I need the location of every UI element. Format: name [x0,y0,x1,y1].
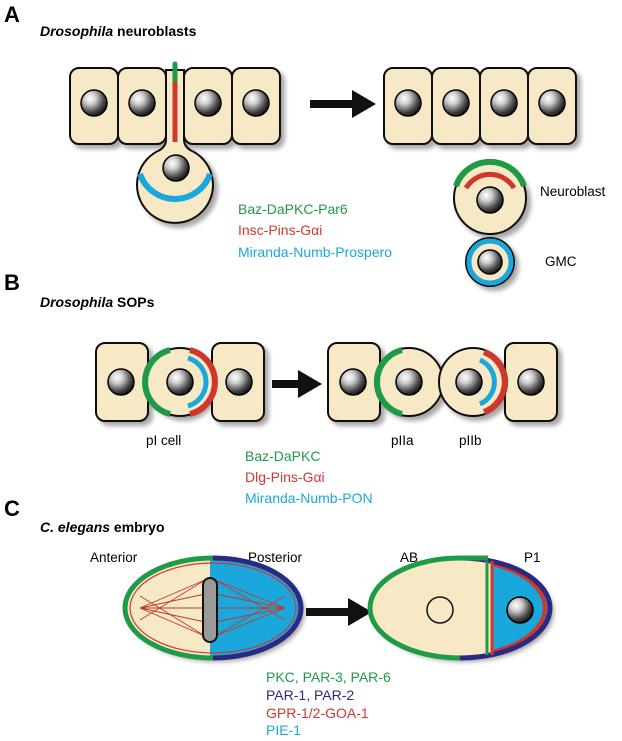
ab-cortex [367,555,461,661]
panel-a-letter: A [4,2,20,27]
panel-c-title-italic: C. elegans [40,519,110,535]
metaphase-plate [202,577,218,643]
label-posterior: Posterior [248,550,303,565]
embryo-one-anterior-cortex [122,555,214,661]
p1-cortex [459,555,553,661]
nuclei-a-left [80,89,270,182]
panel-b-letter: B [4,270,20,295]
panel-b-title-rest: SOPs [113,294,154,310]
legend-a-3: Miranda-Numb-Prospero [238,244,392,260]
arrow-a [310,90,376,118]
label-piib: pIIb [459,433,482,448]
legend-c-3: GPR-1/2-GOA-1 [266,705,369,721]
legend-c-4: PIE-1 [266,722,301,736]
arrow-b [272,370,322,398]
panel-a-title-italic: Drosophila [40,23,113,39]
nuclei-b-right [339,368,545,396]
sop-after-crescents [374,347,508,417]
panel-a-title: Drosophila neuroblasts [40,23,197,39]
neuroblast-after-crescents [453,158,527,286]
legend-b-1: Baz-DaPKC [245,448,320,464]
label-pi-cell: pI cell [146,433,181,448]
panel-b-title: Drosophila SOPs [40,294,155,310]
label-p1: P1 [524,550,541,565]
nuclei-b-left [107,368,253,396]
label-piia: pIIa [391,433,414,448]
legend-b-2: Dlg-Pins-Gαi [245,469,325,485]
panel-a-title-rest: neuroblasts [113,23,196,39]
embryo-one-posterior-cortex [212,555,304,661]
legend-c-1: PKC, PAR-3, PAR-6 [266,669,391,685]
legend-a-1: Baz-DaPKC-Par6 [238,201,348,217]
legend-c-2: PAR-1, PAR-2 [266,687,354,703]
panel-c-letter: C [4,496,20,521]
p1-gpr-ring [491,562,547,654]
legend-b-3: Miranda-Numb-PON [245,490,373,506]
embryo-one-gpr-ring [129,562,297,654]
label-gmc: GMC [545,254,577,269]
neuroblast-before-crescents [137,61,213,202]
nuclei-c [426,596,534,624]
neuroblast-epithelium-before [69,67,281,224]
sop-before-crescents [142,347,218,417]
legend-a-2: Insc-Pins-Gαi [238,222,322,238]
spindle [139,579,286,637]
label-anterior: Anterior [90,550,138,565]
nuclei-a-right [394,89,566,275]
label-ab: AB [400,550,418,565]
panel-b-title-italic: Drosophila [40,294,113,310]
arrow-c [306,598,372,626]
label-neuroblast: Neuroblast [540,184,606,199]
panel-c-title: C. elegans embryo [40,519,165,535]
panel-c-title-rest: embryo [110,519,164,535]
